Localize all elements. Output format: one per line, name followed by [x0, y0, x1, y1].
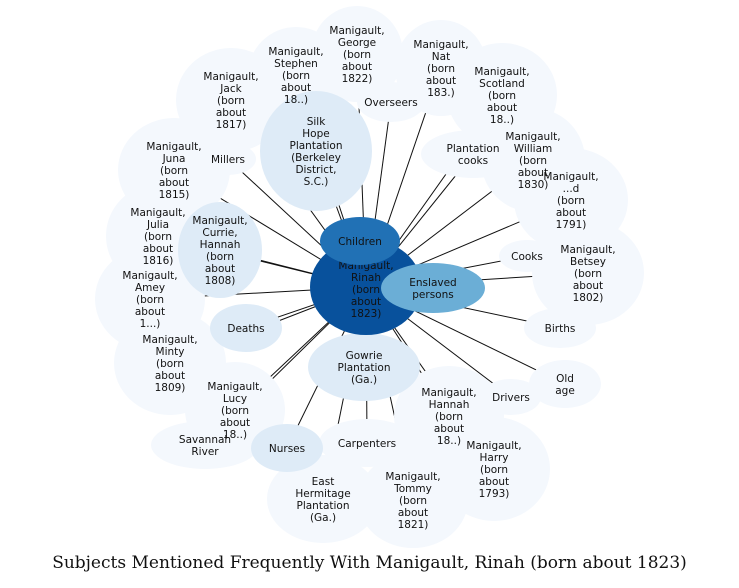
node-plantcooks[interactable] [421, 130, 525, 178]
node-center[interactable] [310, 239, 422, 335]
node-deaths[interactable] [210, 304, 282, 352]
node-label-millers: Millers [211, 154, 245, 166]
node-label-carpenters: Carpenters [338, 438, 396, 450]
node-births[interactable] [524, 308, 596, 348]
diagram-title: Subjects Mentioned Frequently With Manig… [52, 553, 687, 573]
node-label-deaths: Deaths [227, 323, 264, 335]
node-betsey[interactable] [532, 221, 644, 325]
node-tommy[interactable] [358, 452, 468, 548]
node-label-overseers: Overseers [364, 97, 417, 109]
node-oldage[interactable] [529, 360, 601, 408]
node-label-drivers: Drivers [492, 392, 530, 404]
node-currie[interactable] [178, 202, 262, 298]
node-silkhope[interactable] [260, 91, 372, 211]
node-label-children: Children [338, 236, 382, 248]
node-label-nurses: Nurses [269, 443, 305, 455]
node-nurses[interactable] [251, 424, 323, 472]
node-millers[interactable] [200, 143, 256, 175]
node-overseers[interactable] [357, 82, 425, 122]
node-label-births: Births [545, 323, 576, 335]
node-gowrie[interactable] [308, 333, 420, 401]
node-children[interactable] [320, 217, 400, 265]
node-label-cooks: Cooks [511, 251, 543, 263]
node-enslaved[interactable] [381, 263, 485, 313]
node-carpenters[interactable] [319, 419, 415, 467]
node-savannah[interactable] [151, 421, 259, 469]
node-easthermitage[interactable] [267, 455, 379, 543]
